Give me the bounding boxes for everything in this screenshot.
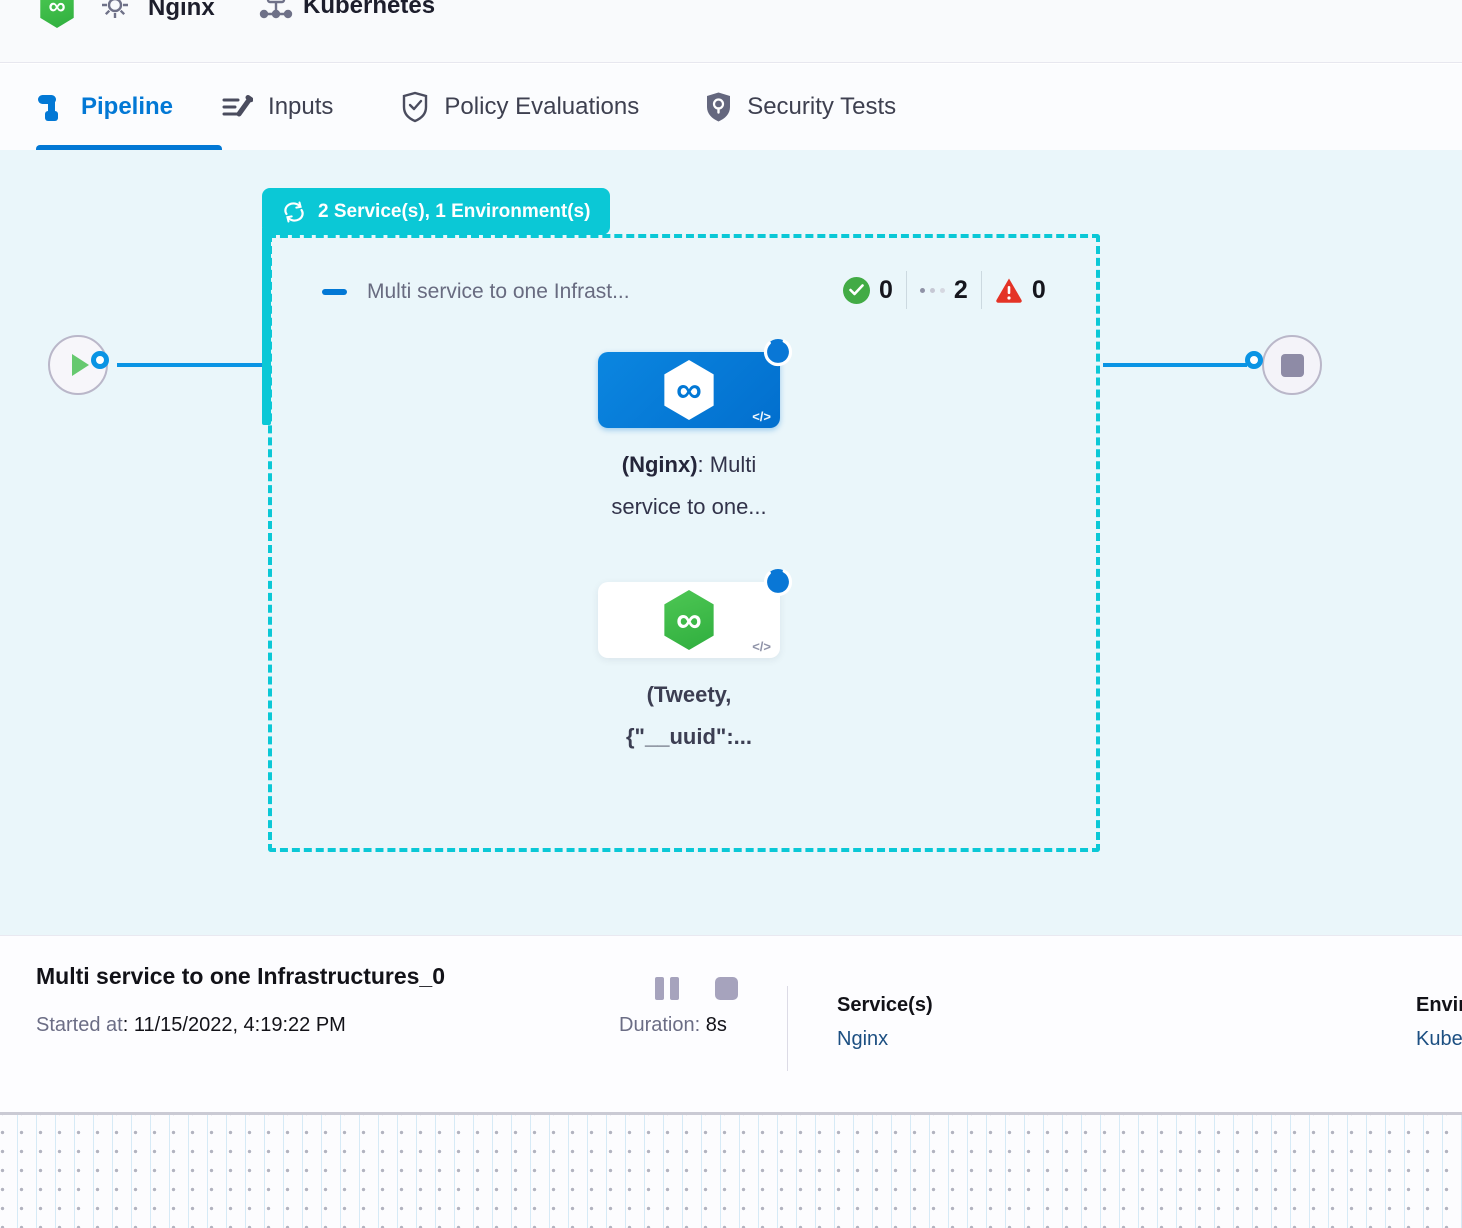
environment-infra-icon <box>258 0 294 24</box>
environments-summary: Environment(s) Kubernetes <box>1416 994 1462 1051</box>
harness-logo-glyph: ∞ <box>676 369 702 410</box>
tab-inputs[interactable]: Inputs <box>221 92 333 122</box>
environments-value-link[interactable]: Kubernetes <box>1416 1028 1462 1050</box>
stage-group-tail <box>262 228 271 425</box>
pending-count: 2 <box>953 275 968 304</box>
stop-icon <box>1280 353 1304 377</box>
execution-summary-bar: Multi service to one Infrastructures_0 S… <box>0 935 1462 1112</box>
stage-header: Multi service to one Infrast... <box>322 280 630 304</box>
policy-shield-check-icon <box>401 91 429 123</box>
pipeline-end-node[interactable] <box>1262 335 1322 395</box>
execution-title: Multi service to one Infrastructures_0 <box>36 963 446 989</box>
collapse-stage-icon[interactable] <box>322 289 347 295</box>
failed-warning-icon <box>995 277 1023 303</box>
code-icon: </> <box>752 639 771 654</box>
gear-icon <box>98 0 132 22</box>
code-icon: </> <box>752 409 771 424</box>
started-at-text: Started at: 11/15/2022, 4:19:22 PM <box>36 1014 346 1036</box>
service-node-tweety-label: (Tweety, {"__uuid":... <box>626 682 752 749</box>
service-node-nginx[interactable]: ∞ </> <box>598 352 780 428</box>
end-connector-dot[interactable] <box>1245 351 1263 369</box>
tab-inputs-label: Inputs <box>268 93 334 120</box>
services-summary: Service(s) Nginx <box>837 994 933 1051</box>
harness-service-logo-icon: ∞ <box>664 590 714 650</box>
play-icon <box>72 354 89 376</box>
service-node-nginx-label: (Nginx): Multi service to one... <box>611 452 767 519</box>
pause-button[interactable] <box>655 977 679 1000</box>
status-divider <box>905 271 907 309</box>
stage-group-box[interactable] <box>268 234 1100 852</box>
harness-logo-glyph: ∞ <box>676 599 702 640</box>
breadcrumb-header: ∞ Nginx Kubernetes <box>0 0 1462 63</box>
failed-count: 0 <box>1031 275 1046 304</box>
start-connector-dot[interactable] <box>91 351 109 369</box>
tab-security-tests[interactable]: Security Tests <box>705 91 896 123</box>
refresh-loop-icon <box>282 201 306 223</box>
services-environments-badge[interactable]: 2 Service(s), 1 Environment(s) <box>262 188 611 235</box>
edge-start-to-stage <box>117 363 263 367</box>
running-spinner-icon <box>762 566 794 598</box>
tab-policy-evaluations-label: Policy Evaluations <box>444 93 640 120</box>
services-environments-badge-label: 2 Service(s), 1 Environment(s) <box>318 200 591 222</box>
footer-divider <box>787 986 788 1071</box>
environments-label: Environment(s) <box>1416 994 1462 1016</box>
edge-stage-to-end <box>1103 363 1247 367</box>
tab-pipeline-label: Pipeline <box>81 93 174 120</box>
tab-policy-evaluations[interactable]: Policy Evaluations <box>401 91 639 123</box>
active-tab-underline <box>36 145 222 150</box>
harness-logo-glyph: ∞ <box>48 0 66 20</box>
stage-title: Multi service to one Infrast... <box>367 280 630 303</box>
inputs-icon <box>221 92 254 122</box>
success-count: 0 <box>879 275 893 304</box>
tab-bar: Pipeline Inputs Policy Evaluations <box>0 64 1462 150</box>
duration-text: Duration: 8s <box>619 1014 727 1036</box>
breadcrumb-environment-name[interactable]: Kubernetes <box>303 0 436 19</box>
success-check-icon <box>843 276 870 304</box>
service-node-tweety[interactable]: ∞ </> <box>598 582 780 658</box>
harness-service-logo-icon: ∞ <box>664 360 714 420</box>
tab-pipeline[interactable]: Pipeline <box>36 91 173 123</box>
pipeline-icon <box>36 91 66 123</box>
stage-status-cluster: 0 2 0 <box>843 271 1046 309</box>
security-shield-icon <box>705 91 732 123</box>
harness-logo-icon: ∞ <box>40 0 74 28</box>
stop-button[interactable] <box>715 977 738 1000</box>
status-divider <box>980 271 982 309</box>
services-value-link[interactable]: Nginx <box>837 1028 889 1050</box>
running-spinner-icon <box>762 336 794 368</box>
services-label: Service(s) <box>837 994 933 1016</box>
tab-security-tests-label: Security Tests <box>747 93 897 120</box>
breadcrumb-service-name[interactable]: Nginx <box>148 0 215 21</box>
pipeline-canvas[interactable]: 2 Service(s), 1 Environment(s) Multi ser… <box>0 150 1462 935</box>
console-grid-area[interactable] <box>0 1112 1462 1228</box>
pending-dots-icon <box>919 287 945 293</box>
